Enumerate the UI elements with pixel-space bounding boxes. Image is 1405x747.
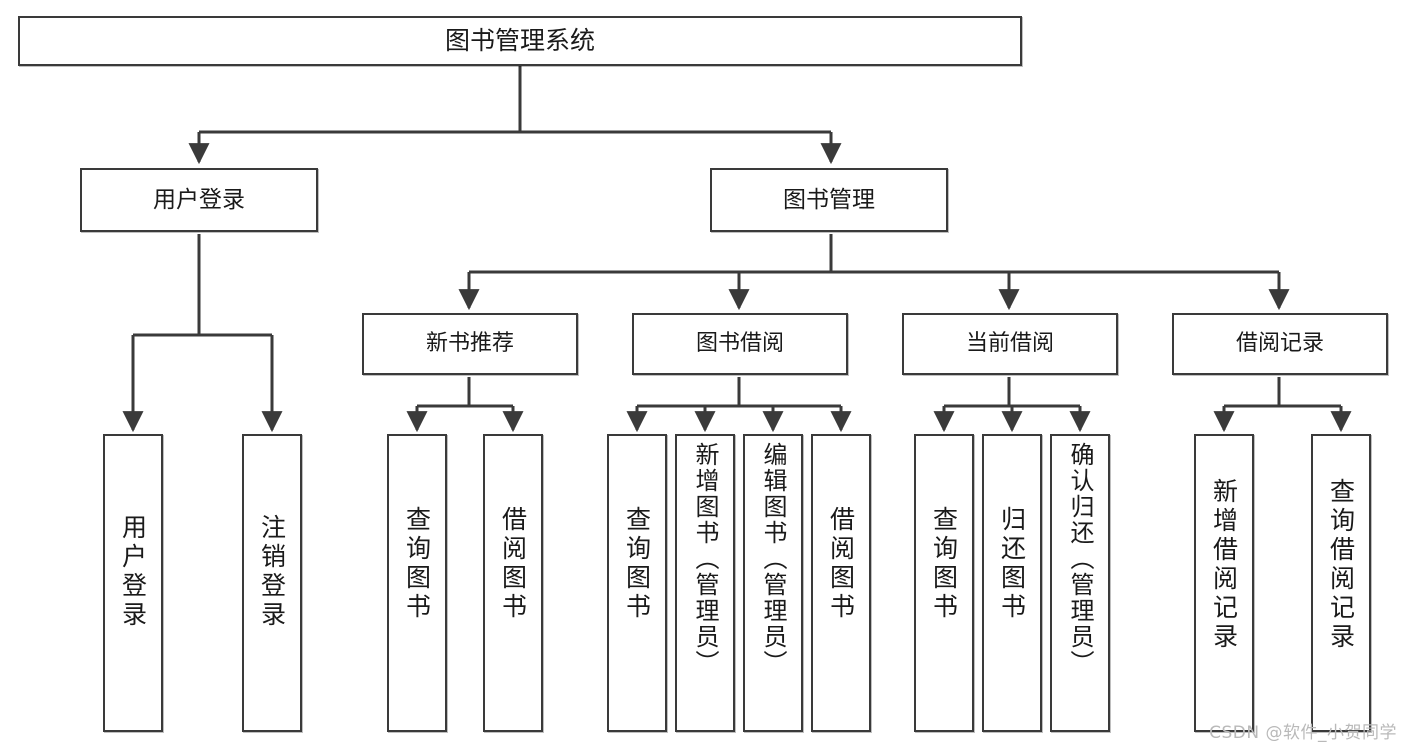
leaf-query-borrow-record[interactable]: 查询借阅记录: [1311, 434, 1371, 732]
watermark: CSDN @软件_小贺同学: [1209, 723, 1397, 743]
node-label: 图书管理: [783, 186, 875, 213]
node-label: 归还图书: [997, 506, 1027, 622]
node-label: 新增借阅记录: [1209, 478, 1239, 652]
leaf-add-book-admin[interactable]: 新增图书（管理员）: [675, 434, 735, 732]
node-label: 图书借阅: [695, 331, 784, 357]
node-user-login[interactable]: 用户登录: [80, 168, 318, 232]
node-label: 注销登录: [257, 514, 287, 630]
node-new-book-recommend[interactable]: 新书推荐: [362, 313, 578, 375]
leaf-query-book-recommend[interactable]: 查询图书: [387, 434, 447, 732]
node-label: 编辑图书（管理员）: [759, 442, 787, 676]
leaf-confirm-return-admin[interactable]: 确认归还（管理员）: [1050, 434, 1110, 732]
node-label: 用户登录: [118, 514, 148, 630]
leaf-borrow-book[interactable]: 借阅图书: [811, 434, 871, 732]
node-label: 确认归还（管理员）: [1066, 442, 1094, 676]
leaf-logout[interactable]: 注销登录: [242, 434, 302, 732]
leaf-return-book[interactable]: 归还图书: [982, 434, 1042, 732]
leaf-edit-book-admin[interactable]: 编辑图书（管理员）: [743, 434, 803, 732]
node-label: 查询借阅记录: [1326, 478, 1356, 652]
node-borrow-record[interactable]: 借阅记录: [1172, 313, 1388, 375]
leaf-user-login[interactable]: 用户登录: [103, 434, 163, 732]
node-label: 查询图书: [929, 506, 959, 622]
node-book-management[interactable]: 图书管理: [710, 168, 948, 232]
leaf-query-book-borrow[interactable]: 查询图书: [607, 434, 667, 732]
leaf-add-borrow-record[interactable]: 新增借阅记录: [1194, 434, 1254, 732]
node-label: 借阅图书: [498, 506, 528, 622]
leaf-borrow-book-recommend[interactable]: 借阅图书: [483, 434, 543, 732]
node-label: 新书推荐: [425, 331, 514, 357]
node-label: 借阅记录: [1235, 331, 1324, 357]
node-label: 用户登录: [153, 186, 245, 213]
node-label: 查询图书: [402, 506, 432, 622]
node-label: 图书管理系统: [444, 25, 595, 55]
node-label: 当前借阅: [965, 331, 1054, 357]
node-root[interactable]: 图书管理系统: [18, 16, 1022, 66]
node-label: 查询图书: [622, 506, 652, 622]
node-current-borrow[interactable]: 当前借阅: [902, 313, 1118, 375]
node-label: 借阅图书: [826, 506, 856, 622]
node-label: 新增图书（管理员）: [691, 442, 719, 676]
leaf-query-book-current[interactable]: 查询图书: [914, 434, 974, 732]
node-book-borrow[interactable]: 图书借阅: [632, 313, 848, 375]
